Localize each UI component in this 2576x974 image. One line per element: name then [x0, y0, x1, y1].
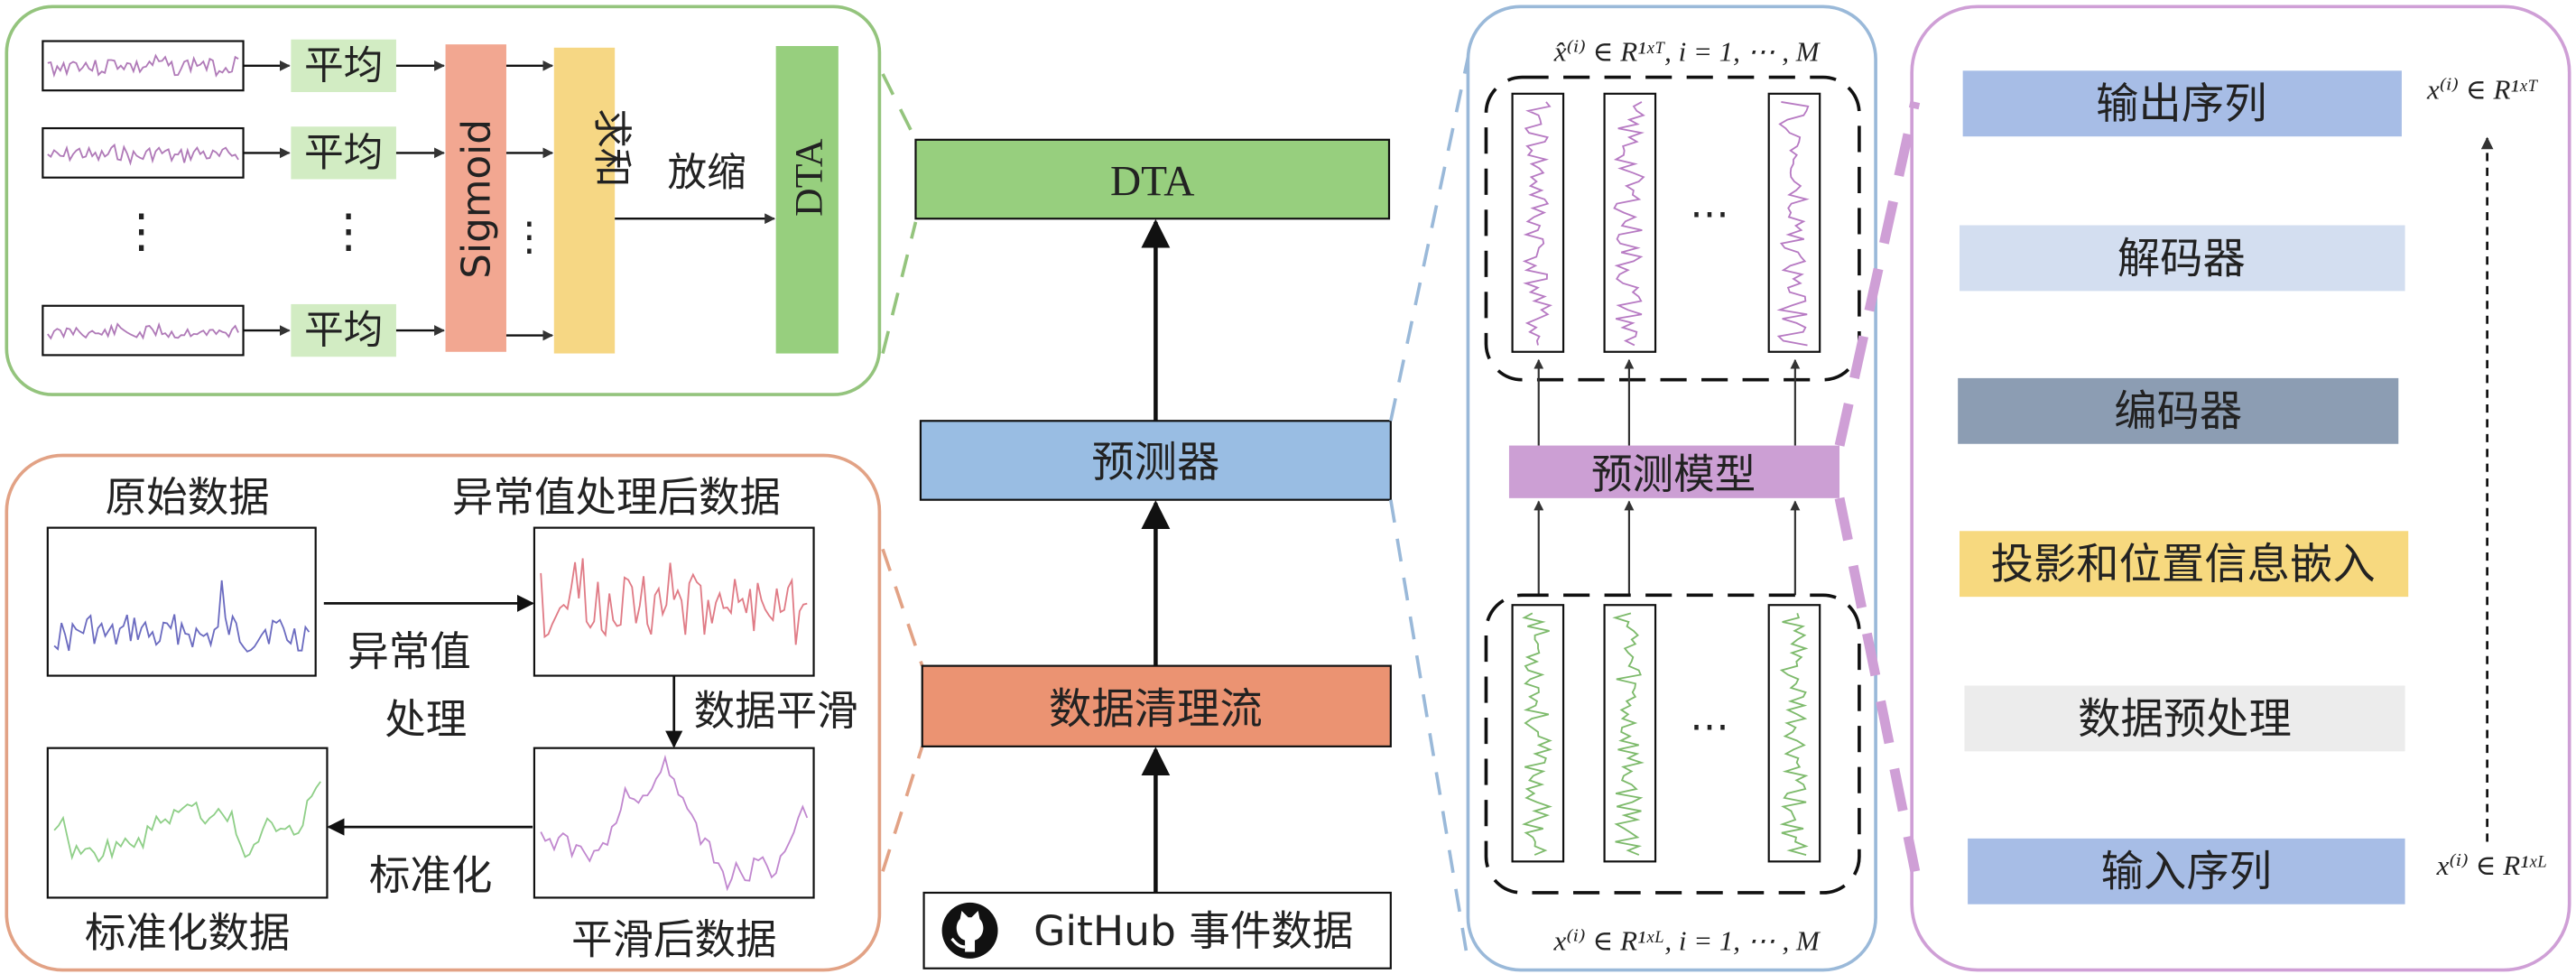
smoothed-chart-box [533, 747, 815, 899]
average-box-3 [291, 303, 396, 357]
pipeline: DTA 预测器 数据清理流 GitHub 事件数据 [914, 138, 1392, 969]
input-series-group [1484, 593, 1861, 895]
predictor-node [919, 420, 1392, 501]
layer-input-sequence-label: 输入序列 [2101, 848, 2272, 897]
ellipsis-average: ⋮ [326, 207, 372, 257]
output-series-line-2 [1613, 101, 1645, 347]
layer-embedding [1959, 531, 2409, 598]
signal-line-3 [47, 321, 239, 340]
output-series-box-2 [1603, 92, 1657, 353]
standardize-step-label: 标准化 [369, 851, 493, 899]
average-label-2: 平均 [304, 130, 383, 176]
output-series-line-1 [1522, 101, 1552, 346]
layer-decoder [1959, 225, 2405, 292]
ellipsis-signals: ⋮ [118, 207, 164, 257]
signal-box-2 [42, 126, 245, 179]
signal-box-1 [42, 40, 245, 92]
cleaning-panel-border [5, 453, 882, 972]
sigmoid-block [445, 44, 506, 352]
average-label-3: 平均 [304, 308, 383, 354]
standardized-data-label: 标准化数据 [85, 909, 291, 957]
standardized-data-line [53, 781, 321, 863]
average-box-2 [291, 126, 396, 180]
model-panel-border [1466, 5, 1877, 972]
layer-decoder-label: 解码器 [2117, 234, 2246, 283]
outlier-step-label-1: 异常值 [347, 628, 471, 676]
sigmoid-label: Sigmoid [454, 119, 500, 279]
layer-embedding-label: 投影和位置信息嵌入 [1991, 540, 2376, 589]
layer-output-sequence [1962, 70, 2402, 137]
layer-encoder-label: 编码器 [2114, 387, 2242, 437]
prediction-model-label: 预测模型 [1591, 450, 1756, 498]
output-series-line-3 [1776, 101, 1810, 347]
dta-block-label: DTA [788, 138, 831, 217]
cleaning-node-label: 数据清理流 [1049, 684, 1263, 734]
dta-node [914, 138, 1391, 220]
github-icon [941, 902, 998, 959]
after-outlier-label: 异常值处理后数据 [452, 473, 781, 521]
layer-preprocessing [1964, 685, 2405, 752]
layer-preprocessing-label: 数据预处理 [2078, 694, 2292, 744]
sum-block [553, 47, 616, 354]
average-label-1: 平均 [304, 42, 383, 88]
cleaning-node [921, 664, 1392, 747]
outlier-data-line [540, 558, 808, 645]
averaging-panel-border [5, 5, 882, 396]
input-series-line-1 [1522, 612, 1552, 856]
output-series-box-3 [1767, 92, 1821, 353]
arch-input-formula: x⁽ⁱ⁾ ∈ R¹ˣᴸ [2436, 849, 2548, 881]
dta-node-label: DTA [1110, 159, 1195, 206]
input-series-line-3 [1779, 613, 1809, 856]
prediction-model-block [1508, 445, 1840, 498]
input-series-box-3 [1767, 604, 1821, 863]
architecture-panel-border [1910, 5, 2571, 972]
model-input-formula: x⁽ⁱ⁾ ∈ R¹ˣᴸ, i = 1, ⋯ , M [1553, 925, 1821, 957]
layer-output-sequence-label: 输出序列 [2096, 79, 2266, 129]
signal-line-1 [47, 53, 239, 79]
source-node [922, 891, 1392, 969]
sum-label: 求和 [588, 108, 635, 187]
architecture-panel: 输出序列 解码器 编码器 投影和位置信息嵌入 数据预处理 输入序列 x⁽ⁱ⁾ ∈… [1910, 5, 2571, 972]
raw-chart-box [46, 526, 317, 677]
outlier-step-label-2: 处理 [385, 695, 467, 743]
predictor-node-label: 预测器 [1091, 438, 1219, 487]
standardized-chart-box [46, 747, 329, 899]
cleaning-panel: 原始数据 异常值处理后数据 异常值 处理 数据平滑 标准化 标准化数据 平滑后数… [5, 453, 882, 972]
layer-encoder [1958, 377, 2399, 444]
signal-line-2 [47, 143, 239, 166]
layer-input-sequence [1968, 838, 2405, 904]
smoothing-step-label: 数据平滑 [694, 687, 858, 735]
input-series-box-2 [1603, 604, 1657, 863]
raw-data-label: 原始数据 [106, 473, 270, 521]
scale-label: 放缩 [667, 150, 746, 196]
arch-output-formula: x⁽ⁱ⁾ ∈ R¹ˣᵀ [2426, 73, 2538, 105]
average-box-1 [291, 39, 396, 92]
smoothed-data-line [540, 754, 809, 892]
output-dots: ⋯ [1690, 192, 1729, 236]
model-output-formula: x̂⁽ⁱ⁾ ∈ R¹ˣᵀ, i = 1, ⋯ , M [1553, 35, 1821, 67]
output-series-box-1 [1511, 92, 1565, 353]
raw-data-line [53, 580, 310, 653]
smoothed-data-label: 平滑后数据 [571, 915, 777, 963]
input-dots: ⋯ [1690, 706, 1729, 749]
dta-block [775, 45, 839, 354]
model-panel: x̂⁽ⁱ⁾ ∈ R¹ˣᵀ, i = 1, ⋯ , M ⋯ 预测模型 ⋯ x⁽ⁱ⁾… [1466, 5, 1877, 972]
outlier-chart-box [533, 526, 815, 677]
source-node-label: GitHub 事件数据 [1033, 907, 1353, 955]
ellipsis-sigmoid: ⋮ [510, 216, 550, 259]
averaging-panel: 平均 平均 平均 ⋮ ⋮ ⋮ Sigmoid 求和 放缩 DTA [5, 5, 882, 396]
input-series-line-2 [1612, 612, 1645, 856]
output-series-group [1484, 75, 1861, 382]
